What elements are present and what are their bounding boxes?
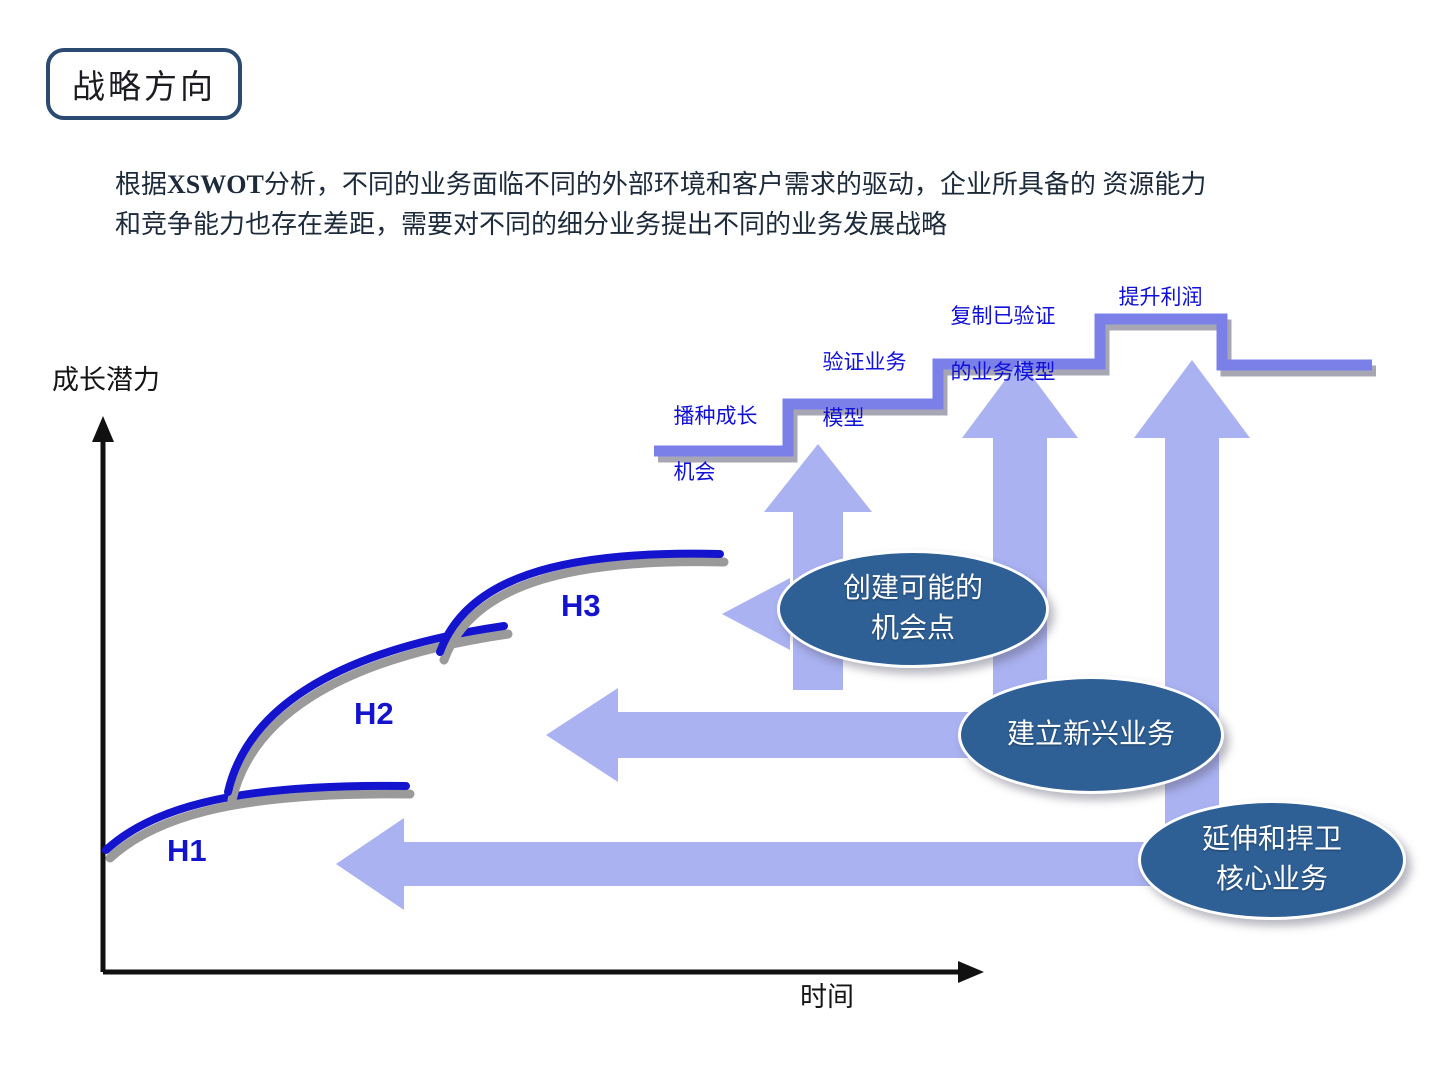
h3-curve-shadow <box>439 557 729 665</box>
x-axis-arrowhead <box>958 961 984 983</box>
staircase-label-step-2: 验证业务 模型 <box>812 320 907 432</box>
up-arrow-3 <box>1134 360 1250 838</box>
callout-defend-text: 延伸和捍卫 核心业务 <box>1141 820 1403 900</box>
left-arrow-bottom <box>336 818 1250 910</box>
step-3-line-2: 的业务模型 <box>950 360 1056 384</box>
chart-axes <box>92 416 984 983</box>
h1-curve-shadow <box>105 789 415 863</box>
callout-ellipse-defend[interactable]: 延伸和捍卫 核心业务 <box>1138 800 1406 920</box>
lead-paragraph: 根据XSWOT分析，不同的业务面临不同的外部环境和客户需求的驱动，企业所具备的 … <box>115 165 1345 245</box>
h2-curve <box>224 622 508 796</box>
horizon-label-h2: H2 <box>354 696 394 731</box>
staircase-label-step-4: 提升利润 <box>1108 255 1203 311</box>
callout-defend-line-2: 核心业务 <box>1215 864 1328 895</box>
left-arrow-middle <box>546 688 1060 782</box>
callout-ellipse-create[interactable]: 创建可能的 机会点 <box>777 550 1049 668</box>
callout-create-line-2: 机会点 <box>870 613 955 644</box>
lead-prefix: 根据 <box>115 170 168 199</box>
staircase-label-step-3: 复制已验证 的业务模型 <box>940 274 1056 386</box>
slide-title-chip: 战略方向 <box>46 48 242 120</box>
callout-defend-line-1: 延伸和捍卫 <box>1201 824 1342 855</box>
up-arrow-2 <box>962 360 1078 700</box>
y-axis-label: 成长潜力 <box>52 365 160 395</box>
step-4-line-1: 提升利润 <box>1118 285 1203 309</box>
h3-curve <box>436 549 724 656</box>
step-2-line-2: 模型 <box>822 406 865 430</box>
callout-build-line-1: 建立新兴业务 <box>1006 719 1175 750</box>
horizon-label-h3: H3 <box>561 588 601 623</box>
lead-suffix: 分析，不同的业务面临不同的外部环境和客户需求的驱动，企业所具备的 资源能力 <box>263 170 1207 199</box>
step-1-line-2: 机会 <box>673 460 716 484</box>
lead-bold-token: XSWOT <box>167 170 264 199</box>
step-2-line-1: 验证业务 <box>822 350 907 374</box>
h1-curve <box>102 781 410 854</box>
callout-create-text: 创建可能的 机会点 <box>780 569 1046 649</box>
callout-create-line-1: 创建可能的 <box>842 573 983 604</box>
horizon-curves <box>102 549 729 863</box>
page-title: 战略方向 <box>72 70 216 106</box>
y-axis-arrowhead <box>92 416 114 442</box>
horizon-label-h1: H1 <box>167 833 207 868</box>
staircase-label-step-1: 播种成长 机会 <box>663 374 758 486</box>
callout-ellipse-build[interactable]: 建立新兴业务 <box>958 676 1224 794</box>
x-axis-label: 时间 <box>800 982 854 1012</box>
lead-line-2: 和竞争能力也存在差距，需要对不同的细分业务提出不同的业务发展战略 <box>115 210 948 239</box>
step-1-line-1: 播种成长 <box>673 404 758 428</box>
step-3-line-1: 复制已验证 <box>950 304 1056 328</box>
callout-build-text: 建立新兴业务 <box>961 715 1221 755</box>
